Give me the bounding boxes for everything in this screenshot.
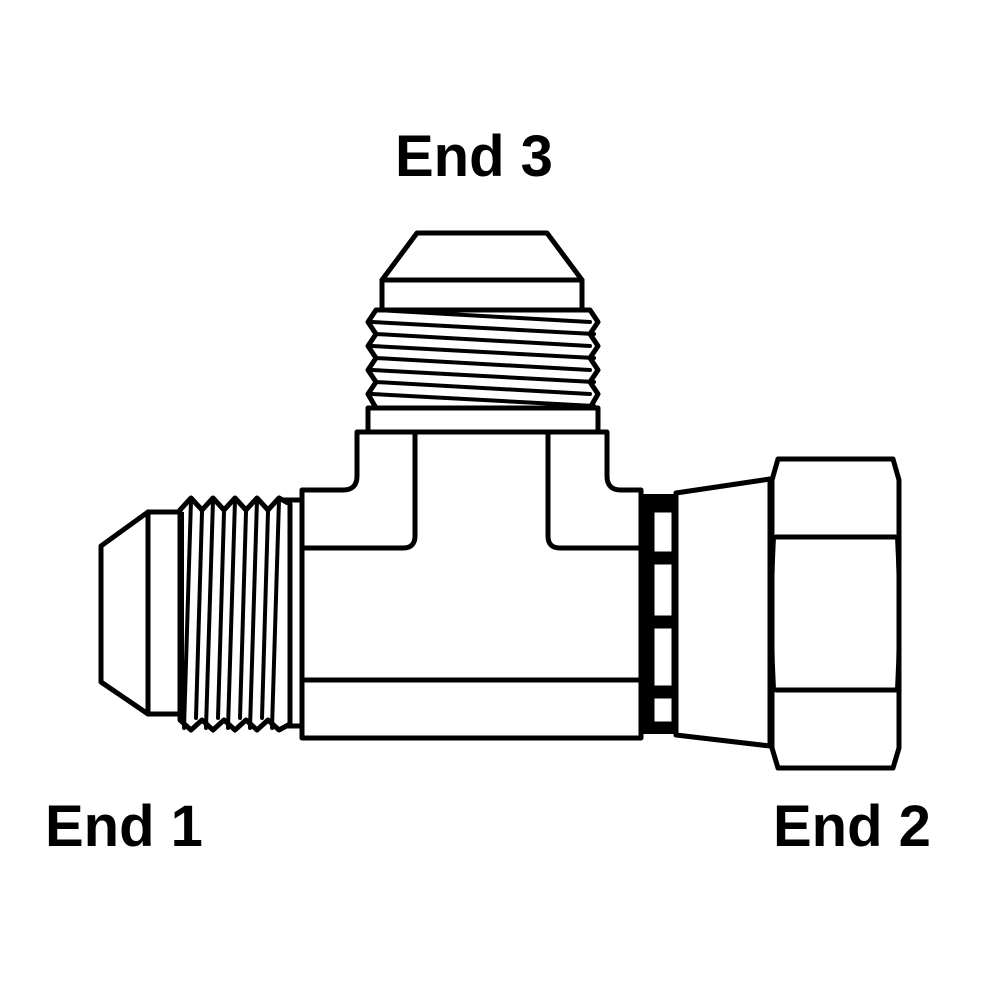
end3-label: End 3: [395, 124, 553, 189]
end1-male-thread: [98, 495, 305, 733]
end2-swivel-nut: [643, 456, 902, 771]
tee-body: [299, 429, 644, 741]
end3-male-thread: [365, 230, 601, 435]
end1-label: End 1: [45, 794, 203, 859]
end2-label: End 2: [773, 794, 931, 859]
